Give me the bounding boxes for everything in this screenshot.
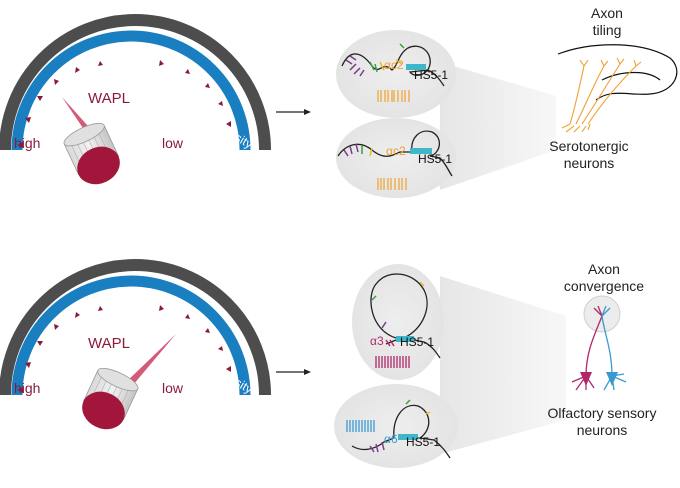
projection-fan [440,276,566,454]
outcome-title-line1: Axon [588,261,620,277]
chromatin-loop-3 [370,273,441,359]
outcome-title-line2: tiling [593,22,622,38]
barcode-4 [346,420,375,432]
outer-arc [0,14,271,151]
neuron-soma-blue [606,372,618,386]
arrow-head [304,109,311,115]
promoter-label-4: α6 [384,432,398,446]
barcode-1 [377,90,410,102]
promoter-label-2: αc2 [386,144,406,158]
serotonergic-axons [561,57,642,133]
top-panel: Pcdh isoform diversity Cohesin processiv… [0,5,678,198]
barcode-2 [377,178,407,190]
outcome-title-line2: convergence [564,278,644,294]
promoter-label-3: α3 [370,334,384,348]
gauge-knob [63,122,120,185]
neuron-label-line2: neurons [577,422,628,438]
glomerulus [583,295,621,333]
bottom-panel: Pcdh isoform diversity Cohesin processiv… [0,259,657,468]
wapl-label: WAPL [88,335,130,352]
neuron-label-line2: neurons [564,155,615,171]
gauge-needle [122,334,176,391]
projection-fan [440,62,556,190]
wapl-label: WAPL [88,90,130,107]
locus-bubble-1 [336,30,456,118]
gauge-knob [82,367,139,430]
chromatin-loop-1 [341,43,445,87]
hs-label-2: HS5-1 [418,152,452,166]
neuron-label-line1: Olfactory sensory [548,405,657,421]
barcode-3 [375,356,410,368]
outcome-title-line1: Axon [591,5,623,21]
gauge-ticks [17,305,231,393]
locus-bubble-2 [334,384,458,468]
hs-label-1: HS5-1 [414,68,448,82]
neuron-label-line1: Serotonergic [549,138,628,154]
neuron-soma-magenta [580,372,592,386]
hs-label-4: HS5-1 [406,435,440,449]
low-label: low [162,135,184,151]
brain-outline [557,44,678,101]
chromatin-loop-2 [337,130,453,177]
chromatin-loop-4 [351,399,451,459]
gauge-ticks [17,60,231,148]
high-label: high [14,380,40,396]
high-label: high [14,135,40,151]
inner-arc [11,30,251,151]
olfactory-neurons [571,305,627,391]
hs-label-3: HS5-1 [400,335,434,349]
low-label: low [162,380,184,396]
promoter-label-1: αc2 [384,58,404,72]
locus-bubble-1 [352,264,444,380]
outer-arc [0,259,271,396]
locus-bubble-2 [336,118,456,198]
inner-arc [11,275,251,396]
arrow-head [304,369,311,375]
